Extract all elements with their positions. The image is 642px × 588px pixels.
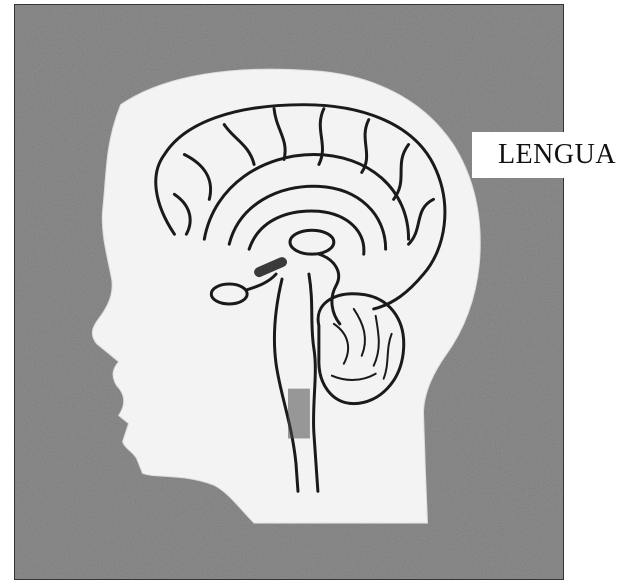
head-silhouette bbox=[92, 69, 480, 523]
figure-frame bbox=[14, 4, 564, 580]
medulla-shading bbox=[288, 389, 310, 439]
lengua-label: LENGUA bbox=[498, 139, 616, 171]
label-box: LENGUA bbox=[472, 132, 642, 178]
head-illustration bbox=[15, 5, 563, 579]
